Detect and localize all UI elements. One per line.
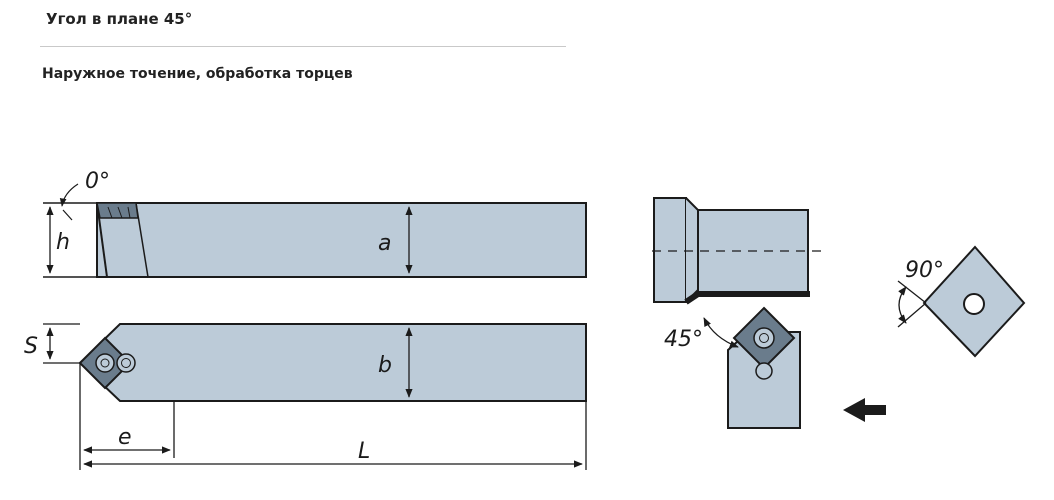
angle-zero-label: 0° (85, 169, 110, 194)
application-view: 45° (652, 197, 886, 429)
feed-arrow-icon (843, 398, 886, 422)
divider (40, 46, 566, 47)
label-h: h (56, 230, 70, 255)
angle-zero-arrow (59, 183, 79, 207)
page-subtitle: Наружное точение, обработка торцев (42, 66, 353, 82)
insert-detail: 90° (897, 245, 1026, 358)
shank-side (96, 202, 587, 278)
insert-side (96, 202, 139, 219)
label-e: e (118, 425, 132, 450)
screw-thread-detail (107, 206, 131, 219)
insert-hole-icon (963, 293, 985, 315)
angle-45-arc (703, 317, 739, 348)
label-L: L (358, 439, 370, 464)
shank-top (78, 323, 587, 402)
label-b: b (378, 353, 392, 378)
front-bevel-line (96, 202, 108, 278)
angle-90-arc (898, 286, 907, 324)
tool-screw-center (759, 333, 769, 343)
holder-top-view: S b e L (24, 323, 587, 470)
clamp-screw-center (121, 358, 131, 368)
tool-clamp-icon (755, 362, 773, 380)
label-a: a (378, 231, 391, 256)
angle-45-label: 45° (664, 327, 703, 352)
angle-zero-tick (62, 209, 73, 221)
workpiece-chuck-part (653, 197, 687, 303)
label-s: S (24, 334, 38, 359)
insert-screw-center (100, 358, 110, 368)
angle-90-ray-bottom (897, 302, 927, 328)
workpiece-body (697, 209, 809, 296)
clamp-screw-icon (116, 353, 136, 373)
page-title: Угол в плане 45° (46, 10, 193, 28)
workpiece-chamfer (685, 197, 699, 303)
tool-screw-icon (753, 327, 775, 349)
insert-screw-icon (95, 353, 115, 373)
holder-side-view: 0° h a (43, 169, 587, 278)
angle-90-ray-top (897, 280, 927, 304)
machined-surface (684, 291, 810, 305)
angle-90-label: 90° (905, 258, 944, 283)
